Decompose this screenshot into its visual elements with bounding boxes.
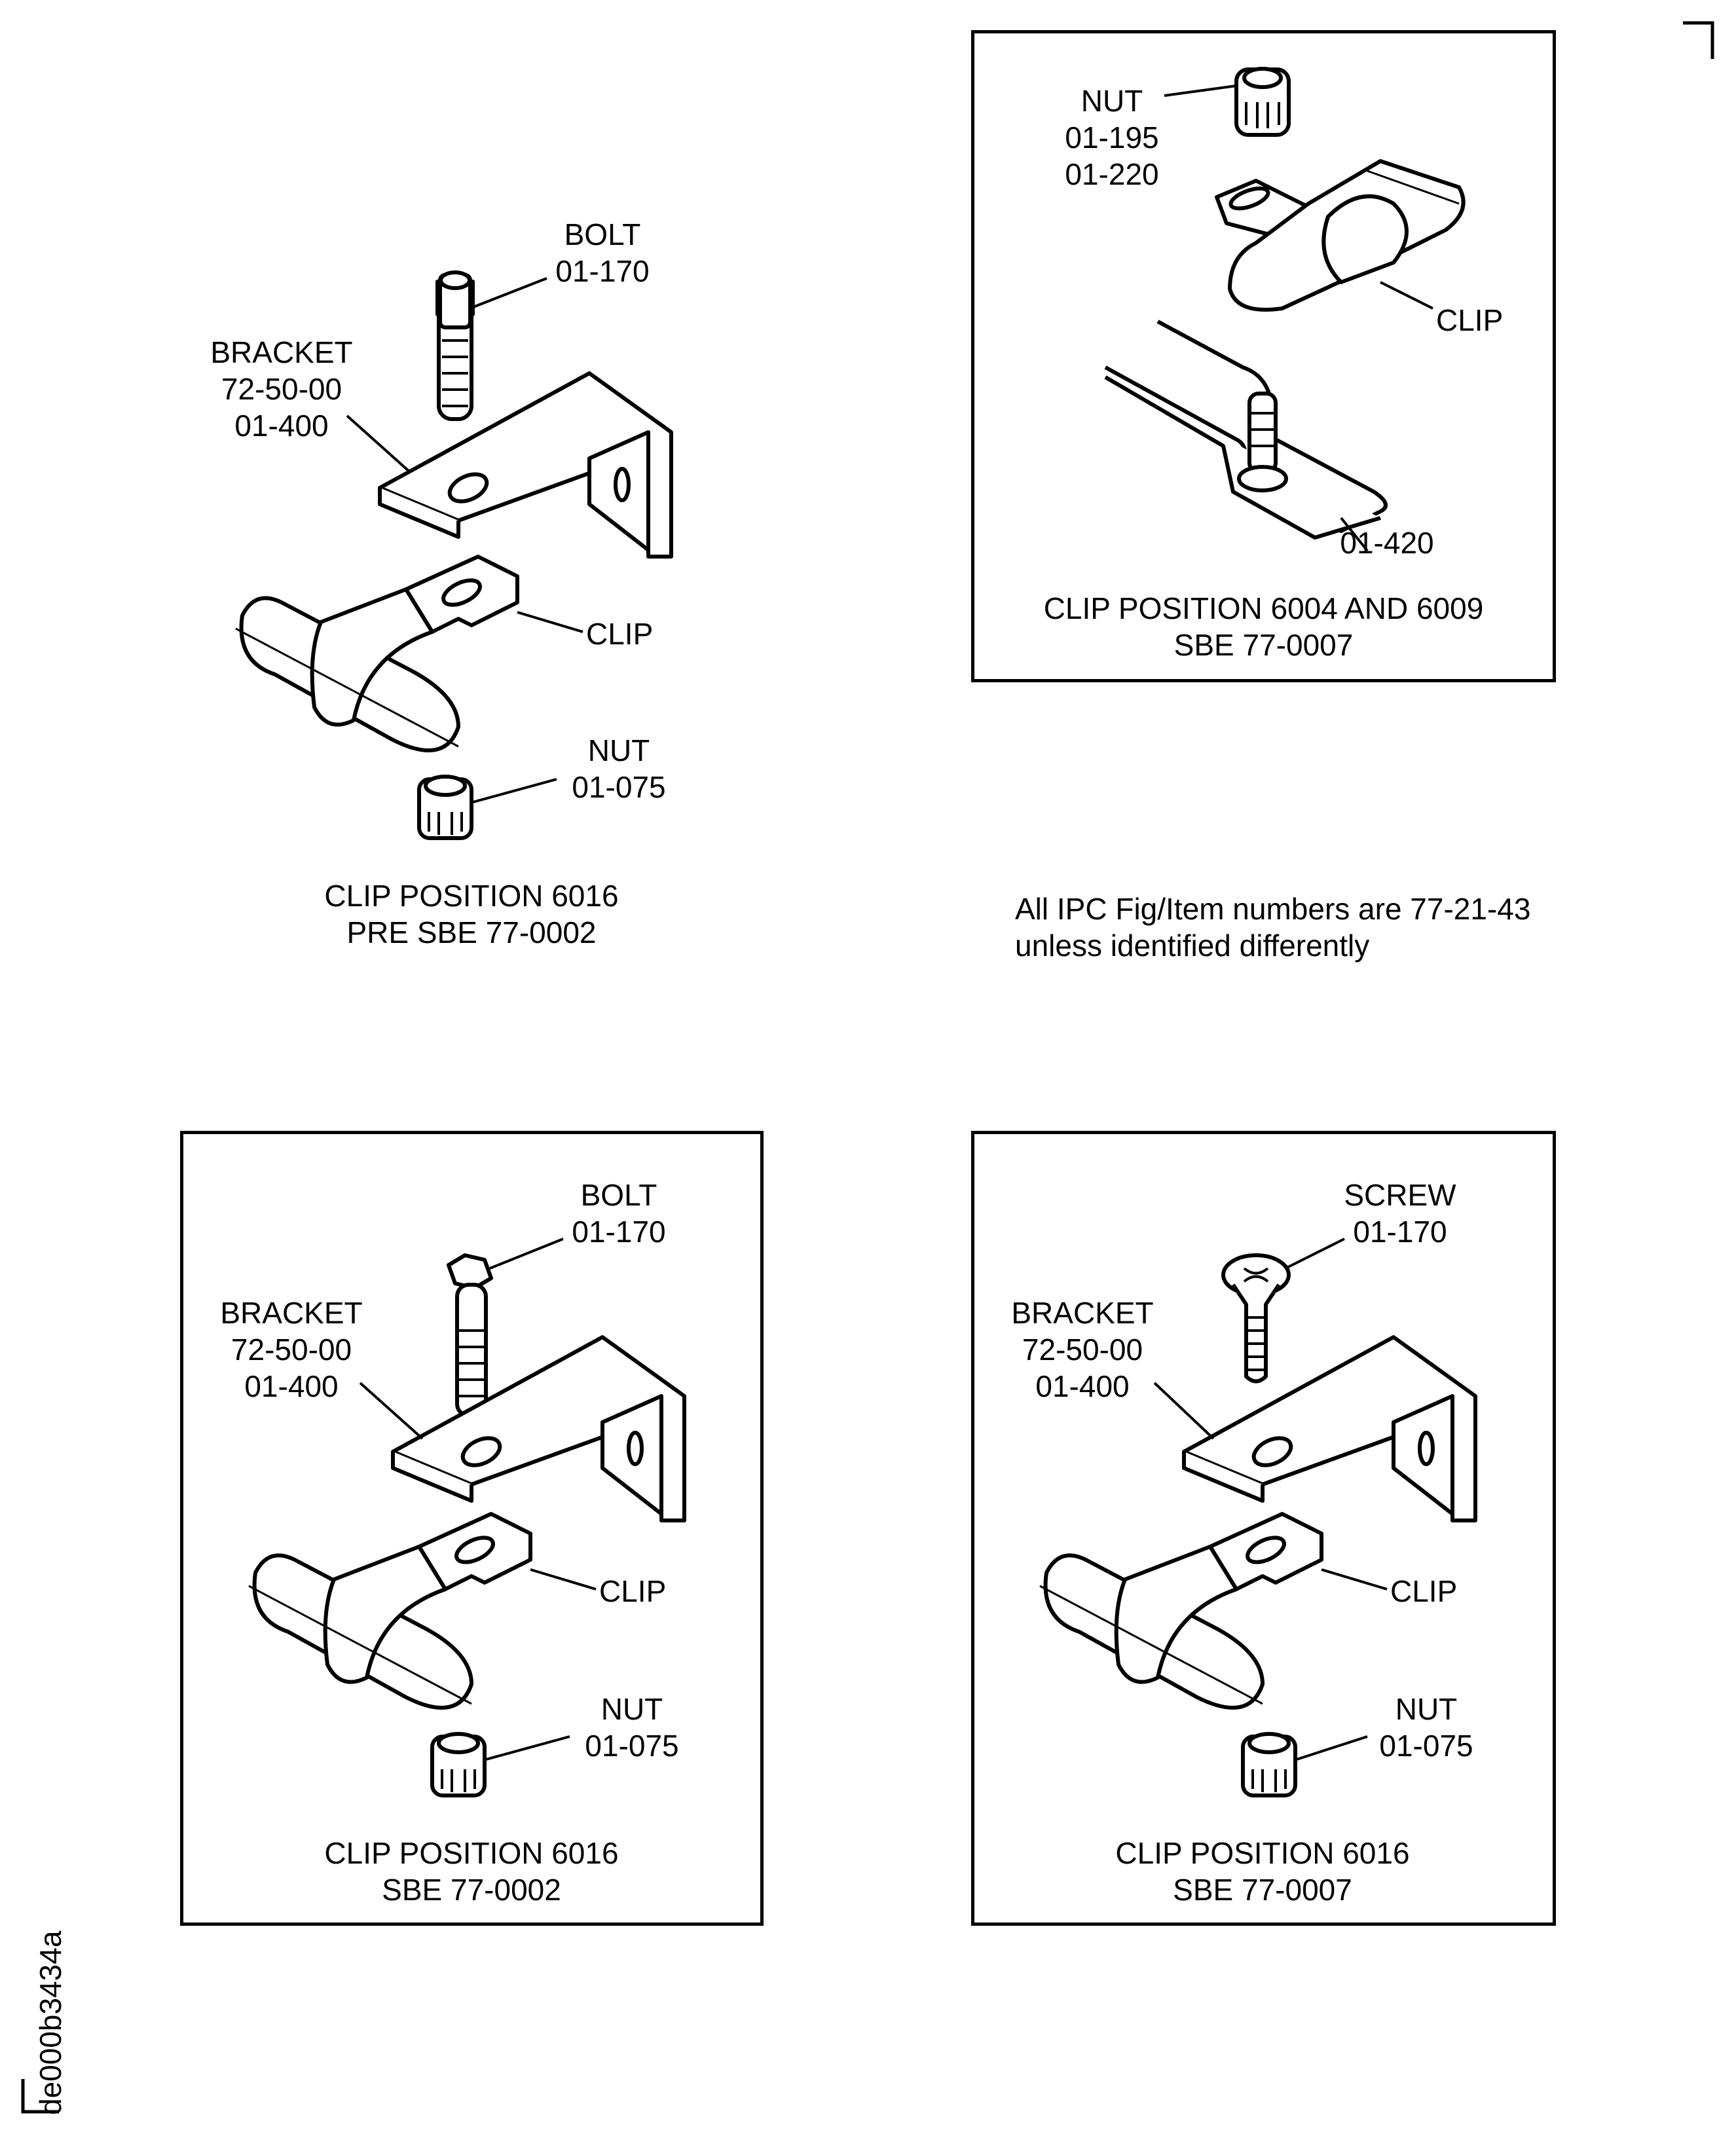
panel-caption: CLIP POSITION 6016 SBE 77-0002 — [324, 1836, 619, 1907]
clip-icon — [1215, 159, 1466, 312]
bolt-icon — [435, 270, 475, 421]
clip-icon — [1039, 1512, 1323, 1710]
nut-icon — [1234, 67, 1291, 137]
ipc-reference-note: All IPC Fig/Item numbers are 77-21-43 un… — [1015, 892, 1531, 963]
clip-icon — [235, 555, 519, 752]
clip-label: CLIP — [599, 1574, 667, 1608]
leader-line-nut — [472, 778, 557, 803]
leader-line-nut — [485, 1735, 570, 1761]
leader-line-clip — [1321, 1568, 1388, 1591]
hex-bolt-icon — [447, 1253, 493, 1418]
nut-icon — [417, 775, 473, 840]
leader-line-nut — [1296, 1735, 1368, 1761]
panel-pre-sbe-0002: BOLT 01-170 BRACKET 72-50-00 01-400 CLIP… — [0, 0, 851, 969]
bolt-label: BOLT 01-170 — [555, 217, 650, 288]
nut-label: NUT 01-075 — [572, 733, 666, 804]
screw-label: SCREW 01-170 — [1344, 1178, 1456, 1249]
screw-icon — [1221, 1253, 1291, 1384]
stud-label: 01-420 — [1340, 526, 1434, 560]
bolt-bracket-clip-illustration — [248, 1238, 686, 1797]
leader-line-clip — [1380, 281, 1433, 310]
panel-sbe-0007-6004-6009: NUT 01-195 01-220 CLIP 01-420 CLIP POSIT… — [971, 30, 1556, 682]
bracket-label: BRACKET 72-50-00 01-400 — [1011, 1296, 1154, 1403]
nut-label: NUT 01-195 01-220 — [1065, 84, 1159, 191]
bracket-icon — [1182, 1335, 1477, 1522]
leader-line-bracket — [1153, 1382, 1215, 1440]
clip-label: CLIP — [586, 617, 654, 651]
panel-sbe-0002: BOLT 01-170 BRACKET 72-50-00 01-400 CLIP… — [180, 1131, 764, 1926]
document-id: de000b3434a — [33, 1930, 67, 2115]
bracket-label: BRACKET 72-50-00 01-400 — [220, 1296, 363, 1403]
nut-icon — [430, 1732, 487, 1797]
crop-mark-bottom-left — [21, 2079, 59, 2114]
leader-line-bracket — [359, 1382, 424, 1440]
leader-line-stud — [1340, 517, 1369, 552]
clip-label: CLIP — [1390, 1574, 1458, 1608]
leader-line-bracket — [346, 414, 411, 473]
leader-line-clip — [530, 1568, 597, 1591]
bracket-icon — [378, 371, 673, 559]
nut-icon — [1241, 1732, 1297, 1797]
clip-icon — [248, 1512, 532, 1710]
panel-caption: CLIP POSITION 6004 AND 6009 SBE 77-0007 — [1043, 591, 1484, 662]
panel-caption: CLIP POSITION 6016 SBE 77-0007 — [1115, 1836, 1410, 1907]
leader-line-bolt — [489, 1238, 564, 1270]
leader-line-clip — [517, 611, 583, 633]
leader-line-nut — [1164, 84, 1237, 97]
stud-bracket-icon — [1104, 320, 1388, 540]
stud-clip-illustration — [1104, 67, 1466, 552]
bolt-label: BOLT 01-170 — [572, 1178, 666, 1249]
clip-label: CLIP — [1436, 303, 1504, 337]
panel-sbe-0007: SCREW 01-170 BRACKET 72-50-00 01-400 CLI… — [971, 1131, 1556, 1926]
leader-line-screw — [1285, 1238, 1345, 1270]
panel-caption: CLIP POSITION 6016 PRE SBE 77-0002 — [324, 879, 619, 949]
bracket-icon — [391, 1335, 686, 1522]
nut-label: NUT 01-075 — [1379, 1692, 1473, 1763]
bolt-bracket-clip-illustration — [235, 270, 673, 840]
screw-bracket-clip-illustration — [1039, 1238, 1477, 1797]
crop-mark-top-right — [1683, 21, 1714, 59]
nut-label: NUT 01-075 — [585, 1692, 679, 1763]
bracket-label: BRACKET 72-50-00 01-400 — [210, 335, 353, 443]
leader-line-bolt — [471, 277, 547, 309]
